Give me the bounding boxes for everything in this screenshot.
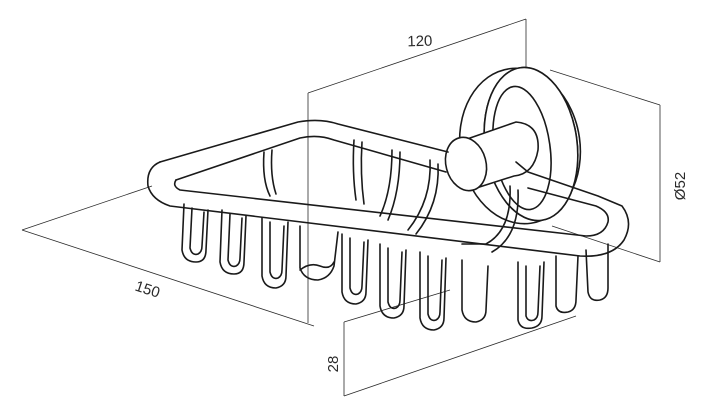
dimension-lines (21, 18, 661, 397)
dimension-label-28: 28 (325, 356, 342, 373)
front-wire-loops (181, 203, 609, 331)
mounting-arm (444, 121, 539, 192)
extension-line-28-top (343, 289, 451, 323)
extension-line-150-left (21, 185, 153, 231)
dimension-label-120: 120 (407, 33, 433, 51)
dimension-line-120 (307, 18, 527, 94)
extension-line-52-top (549, 69, 661, 106)
inner-wires (262, 139, 519, 271)
extension-line-28-bottom (343, 315, 577, 397)
dimension-line-150 (21, 229, 315, 327)
dimension-label-diameter: Ø52 (672, 172, 689, 200)
basket-top-rim (146, 119, 630, 257)
extension-line-52-bottom (551, 225, 661, 263)
dimension-label-150: 150 (133, 278, 162, 302)
dimension-labels: 120 150 28 Ø52 (133, 33, 689, 373)
